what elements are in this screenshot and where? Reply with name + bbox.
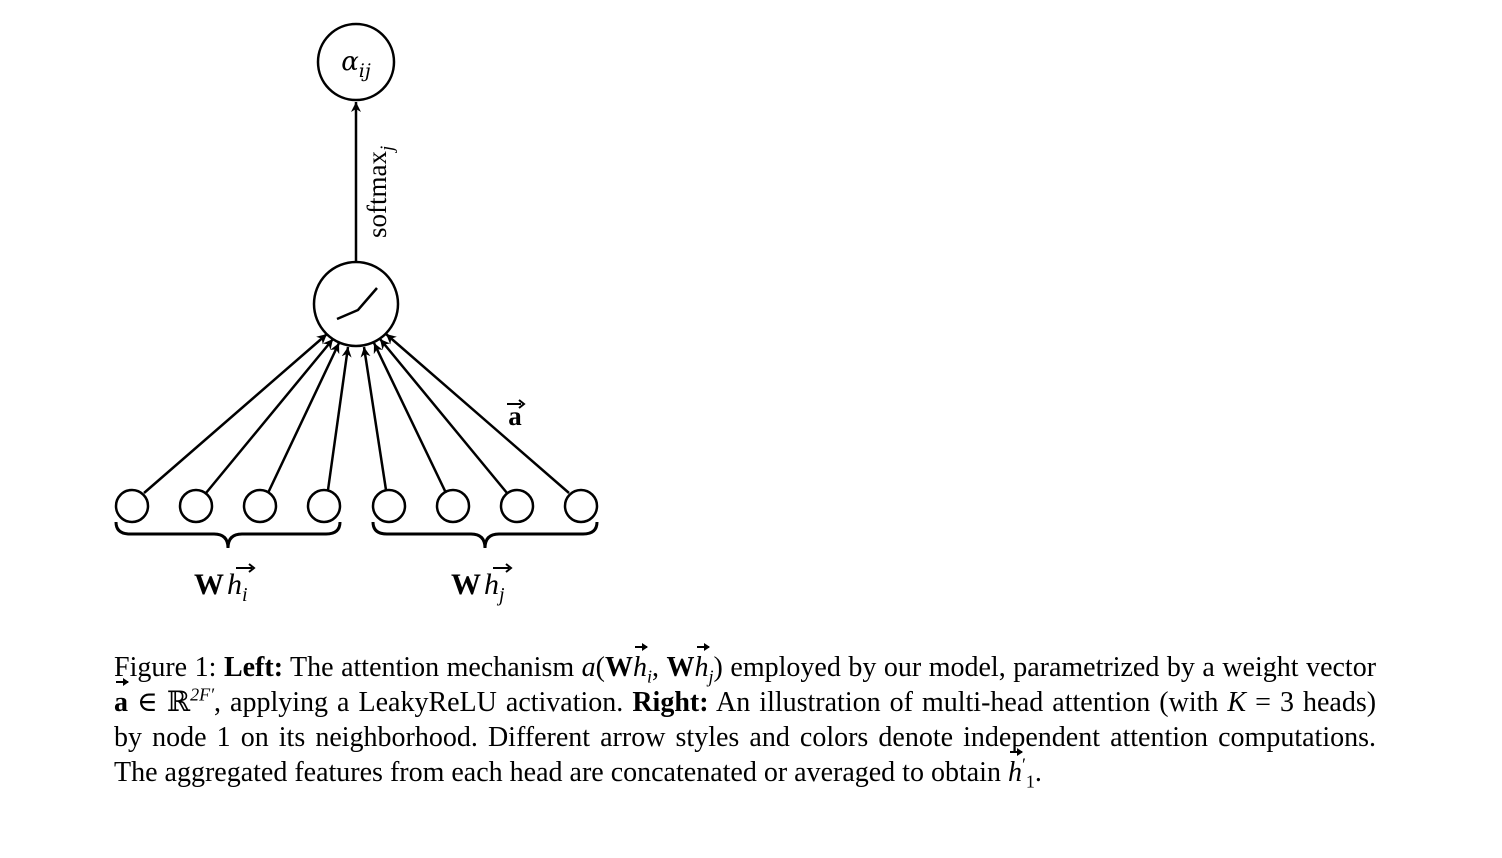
- input-arrow: [379, 338, 508, 494]
- math-expression: h′1: [1007, 748, 1035, 792]
- svg-text:Whj: Whj: [451, 568, 505, 606]
- input-arrow: [326, 346, 352, 491]
- feature-node: [435, 488, 471, 524]
- math-expression: K = 3: [1227, 687, 1294, 718]
- weight-vector-label: a: [507, 399, 526, 431]
- caption-text: An illustration of multi-head attention …: [716, 687, 1219, 718]
- svg-text:a: a: [508, 401, 522, 431]
- figure-caption: Figure 1: Left: The attention mechanism …: [114, 643, 1377, 792]
- math-expression: a ∈ ℝ2F′: [114, 678, 215, 718]
- figure-number: Figure 1:: [114, 652, 217, 683]
- math-expression: a(Whi, Whj): [581, 643, 723, 687]
- feature-node: [499, 488, 535, 524]
- caption-text: employed by our model, parametrized by a…: [730, 652, 1377, 683]
- left-label: Left:: [223, 652, 284, 683]
- input-arrow: [266, 342, 341, 494]
- feature-node: [242, 488, 278, 524]
- input-arrows: [143, 333, 570, 494]
- caption-text: The attention mechanism: [290, 652, 575, 683]
- feature-node: [178, 488, 214, 524]
- input-arrow: [385, 333, 570, 494]
- input-arrow: [205, 338, 334, 494]
- alpha-label: αij: [341, 47, 371, 82]
- right-label: Right:: [632, 687, 709, 718]
- left-brace: [114, 521, 342, 549]
- leakyrelu-icon: [336, 287, 378, 321]
- right-brace: [371, 521, 599, 549]
- feature-node: [114, 488, 150, 524]
- caption-text: , applying a LeakyReLU activation.: [214, 687, 624, 718]
- feature-node: [306, 488, 342, 524]
- input-arrow: [372, 342, 448, 494]
- input-arrow: [143, 333, 328, 494]
- attention-mechanism-diagram: αij softmaxj a: [114, 22, 599, 606]
- feature-nodes: [114, 488, 599, 524]
- leakyrelu-node: [312, 260, 400, 348]
- alpha-node: [316, 22, 396, 102]
- softmax-label: softmaxj: [362, 146, 398, 238]
- feature-node: [371, 488, 407, 524]
- svg-text:Whi: Whi: [194, 568, 248, 606]
- svg-text:softmaxj: softmaxj: [362, 146, 398, 238]
- feature-node: [563, 488, 599, 524]
- input-arrow: [360, 346, 388, 491]
- caption-text: heads) by node 1 on its neighborhood. Di…: [114, 687, 1377, 788]
